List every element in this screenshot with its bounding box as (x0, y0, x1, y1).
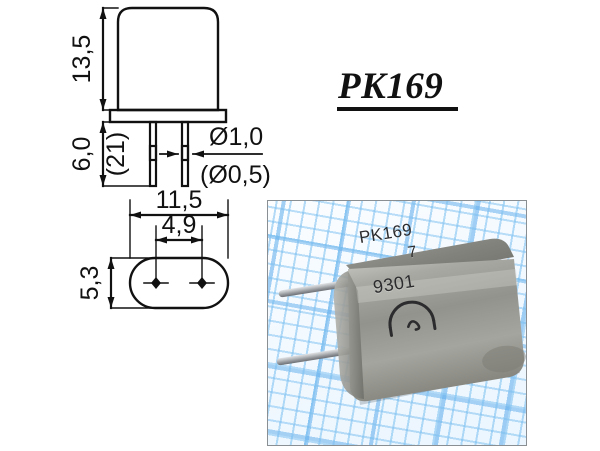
graph-paper-background: PK169 7 9301 (268, 201, 526, 445)
crystal-photograph: PK169 7 9301 (267, 200, 527, 446)
lead-lower-right (180, 144, 190, 188)
quartz-crystal-outline-drawing: 13,5 6,0 (21) Ø1,0 (Ø0,5) 11,5 4,9 5,3 (68, 6, 270, 310)
arrow-depth-top (107, 258, 115, 269)
arrow-pin-spacing-left (156, 236, 167, 244)
arrow-lead-diameter-left (167, 150, 178, 158)
page-title-underline (337, 107, 458, 111)
dim-text-body-height: 13,5 (68, 35, 96, 84)
dim-text-lead-diameter: Ø1,0 (209, 123, 263, 151)
crystal-base-flange (108, 108, 228, 124)
arrow-body-height-top (99, 8, 107, 19)
arrow-body-height-bottom (99, 99, 107, 110)
arrow-lead-bottom (99, 175, 107, 186)
arrow-body-width-right (217, 211, 228, 219)
crystal-bottom-outline (128, 256, 230, 310)
dim-text-body-depth: 5,3 (76, 266, 104, 301)
pin-center-left (143, 277, 169, 289)
arrow-body-width-left (130, 211, 141, 219)
dim-text-lead-length-alt: (21) (102, 132, 130, 176)
arrow-pin-spacing-right (191, 236, 202, 244)
can-seal-bulge (482, 345, 526, 373)
arrow-lead-diameter-right (193, 150, 204, 158)
lead-lower-left (148, 144, 158, 188)
dim-text-body-width: 11,5 (156, 186, 203, 214)
dim-text-lead-diameter-alt: (Ø0,5) (200, 161, 270, 189)
quality-mark-icon (388, 300, 437, 337)
crystal-can-outline (116, 6, 220, 112)
crystal-photo-object (276, 238, 526, 405)
dim-text-lead-length: 6,0 (68, 137, 96, 172)
arrow-depth-bottom (107, 297, 115, 308)
can-left-end (333, 271, 364, 399)
page-title: PK169 (338, 66, 444, 107)
can-highlight (356, 269, 518, 303)
can-front-face (348, 259, 525, 402)
lead-upper-right (180, 120, 190, 162)
arrow-lead-top (99, 122, 107, 133)
dim-text-pin-spacing: 4,9 (162, 211, 197, 239)
pin-center-right (189, 277, 215, 289)
lead-upper-left (148, 120, 158, 162)
